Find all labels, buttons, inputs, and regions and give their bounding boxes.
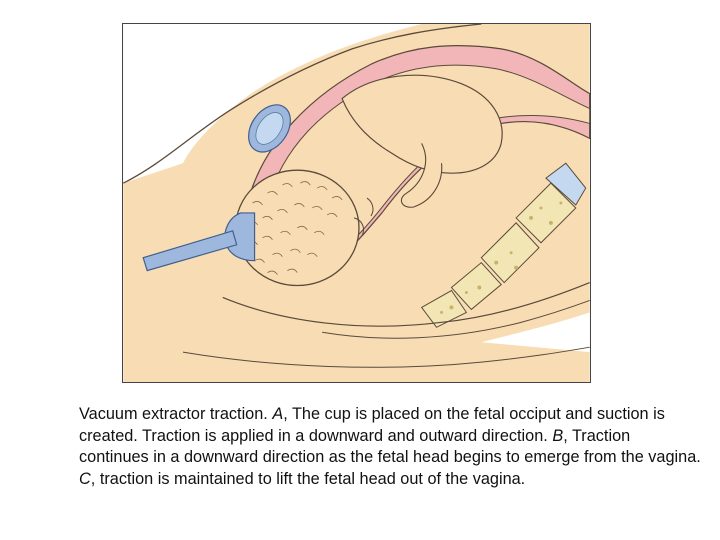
- bone-texture: [440, 201, 563, 314]
- fetal-body: [341, 74, 503, 174]
- figure-frame: [122, 23, 591, 383]
- figure-caption: Vacuum extractor traction. A, The cup is…: [79, 404, 704, 490]
- vacuum-extraction-illustration: [123, 24, 590, 382]
- caption-text-4: , traction is maintained to lift the fet…: [90, 469, 526, 488]
- fetal-face: [353, 217, 365, 237]
- buttock-outline: [182, 346, 590, 368]
- perineum-outline: [222, 282, 590, 327]
- fetal-hair: [247, 181, 343, 275]
- caption-text-3: , Traction continues in a downward direc…: [79, 426, 701, 467]
- caption-label-a: A: [272, 405, 284, 423]
- bladder-inner: [255, 112, 284, 145]
- caption-text-1: Vacuum extractor traction.: [79, 405, 273, 423]
- vacuum-tube: [142, 230, 238, 272]
- background-area: [123, 24, 422, 184]
- rectum-outline: [322, 299, 590, 339]
- abdomen-outline: [123, 24, 482, 184]
- background-area-right: [481, 312, 590, 353]
- sacrum: [420, 162, 587, 328]
- caption-text-2: , The cup is placed on the fetal occiput…: [79, 405, 665, 445]
- caption-label-b: B: [552, 426, 564, 445]
- fetal-arm: [400, 143, 443, 208]
- fetal-ear: [366, 197, 374, 217]
- caption-label-c: C: [79, 469, 91, 488]
